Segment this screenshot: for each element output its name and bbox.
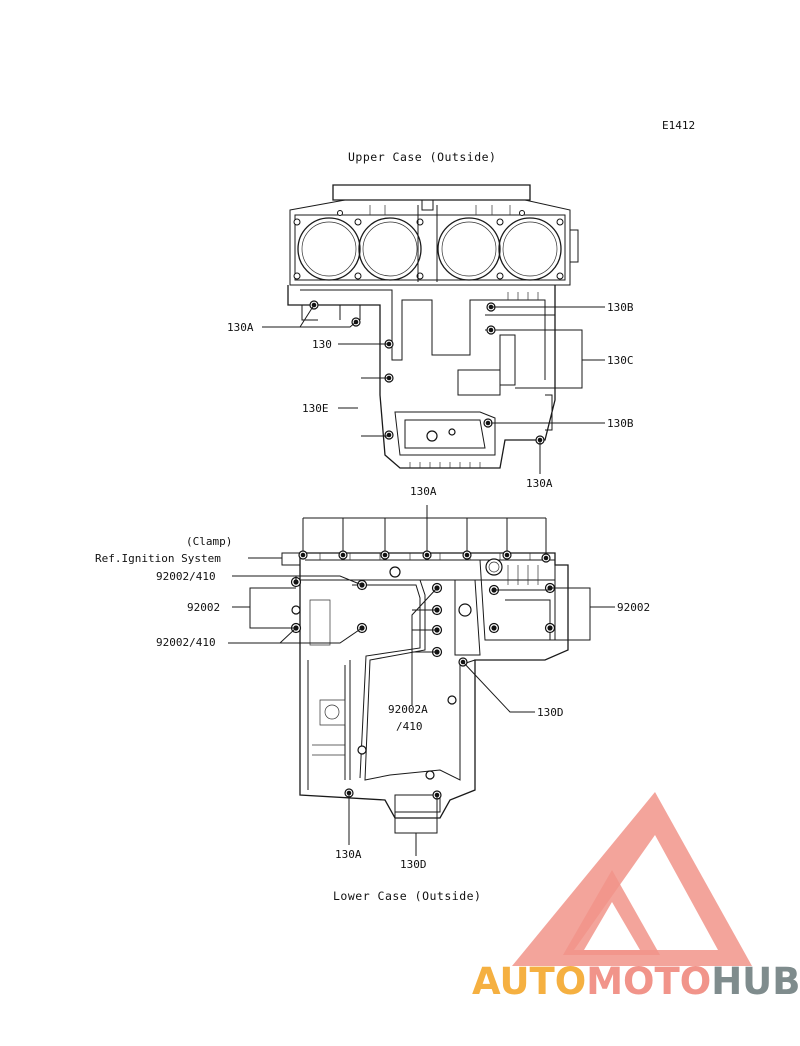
label-130c: 130C <box>607 354 634 367</box>
label-130a-bottom: 130A <box>526 477 553 490</box>
label-92002a: 92002A <box>388 703 428 716</box>
label-ref-ignition: Ref.Ignition System <box>95 552 221 565</box>
upper-case-title: Upper Case (Outside) <box>348 150 496 164</box>
label-92002-410-top: 92002/410 <box>156 570 216 583</box>
label-130d-bottom: 130D <box>400 858 427 871</box>
lower-case-drawing <box>228 505 615 856</box>
label-130e: 130E <box>302 402 329 415</box>
label-clamp: (Clamp) <box>186 535 232 548</box>
label-130b-bottom: 130B <box>607 417 634 430</box>
upper-case-drawing <box>262 184 605 474</box>
label-92002-410-bottom: 92002/410 <box>156 636 216 649</box>
label-130b-top: 130B <box>607 301 634 314</box>
logo-text: AUTOMOTOHUB <box>472 960 800 1003</box>
lower-case-title: Lower Case (Outside) <box>333 889 481 903</box>
label-130: 130 <box>312 338 332 351</box>
label-410: /410 <box>396 720 423 733</box>
logo-part-moto: MOTO <box>586 960 711 1003</box>
label-92002-left: 92002 <box>187 601 220 614</box>
label-130a-lower-top: 130A <box>410 485 437 498</box>
logo-part-auto: AUTO <box>472 960 586 1003</box>
watermark-logo: AUTOMOTOHUB <box>472 792 800 1003</box>
figure-code: E1412 <box>662 119 695 132</box>
label-92002-right: 92002 <box>617 601 650 614</box>
label-130a-lower-bottom: 130A <box>335 848 362 861</box>
logo-part-hub: HUB <box>711 960 800 1003</box>
label-130a-left: 130A <box>227 321 254 334</box>
label-130d-right: 130D <box>537 706 564 719</box>
